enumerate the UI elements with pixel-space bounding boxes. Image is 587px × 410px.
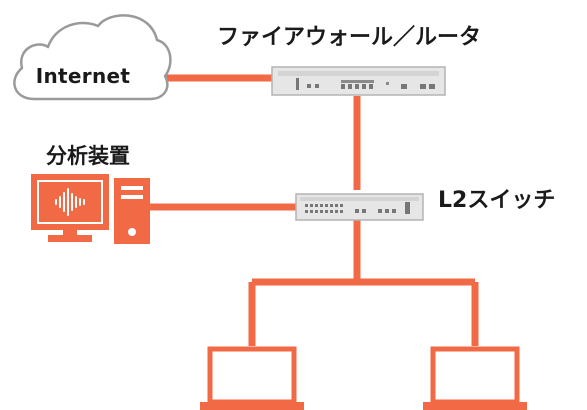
laptop-icon — [423, 346, 527, 410]
switch-icon — [295, 193, 424, 221]
router-icon — [271, 66, 446, 96]
network-links — [150, 74, 479, 346]
monitor-icon — [31, 174, 109, 242]
internet-label: Internet — [35, 64, 131, 88]
firewall-router-label: ファイアウォール／ルータ — [217, 25, 482, 50]
analyzer-label: 分析装置 — [46, 144, 130, 168]
cloud-icon — [13, 14, 172, 101]
laptop-icon — [200, 346, 304, 410]
pc-tower-icon — [114, 178, 150, 244]
l2-switch-label: L2スイッチ — [438, 188, 556, 213]
